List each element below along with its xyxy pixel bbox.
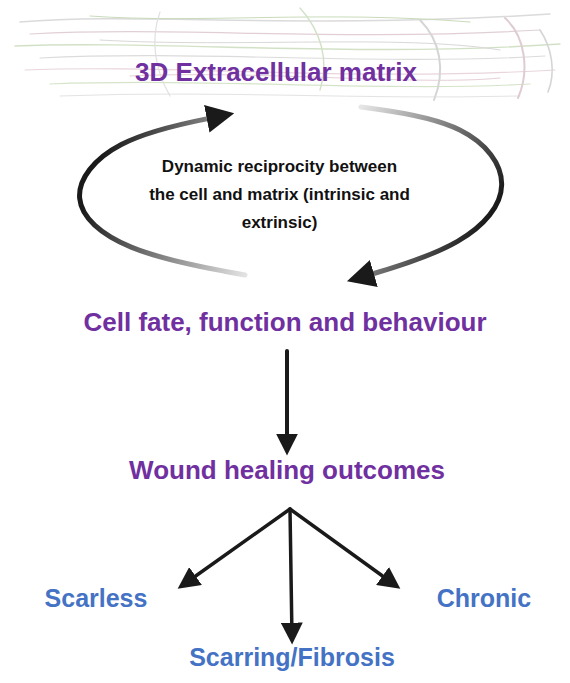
matrix-heading: 3D Extracellular matrix bbox=[56, 57, 496, 87]
node-text: Scarring/Fibrosis bbox=[189, 642, 395, 672]
flow-arrow bbox=[183, 509, 290, 585]
flow-arrow bbox=[285, 351, 289, 449]
flow-arrow bbox=[290, 509, 395, 585]
outcome-label: Chronic bbox=[399, 583, 569, 613]
flow-arrow bbox=[290, 509, 292, 638]
node-text: Scarless bbox=[45, 583, 148, 613]
outcome-label: Scarless bbox=[11, 583, 181, 613]
outcome-heading: Wound healing outcomes bbox=[67, 455, 507, 485]
node-text: 3D Extracellular matrix bbox=[135, 57, 417, 87]
node-text: Cell fate, function and behaviour bbox=[83, 307, 486, 337]
annotation-text: Dynamic reciprocity between the cell and… bbox=[147, 153, 412, 237]
node-text: Wound healing outcomes bbox=[129, 455, 445, 485]
cell-heading: Cell fate, function and behaviour bbox=[10, 307, 560, 337]
outcome-label: Scarring/Fibrosis bbox=[162, 642, 422, 672]
node-text: Chronic bbox=[437, 583, 531, 613]
